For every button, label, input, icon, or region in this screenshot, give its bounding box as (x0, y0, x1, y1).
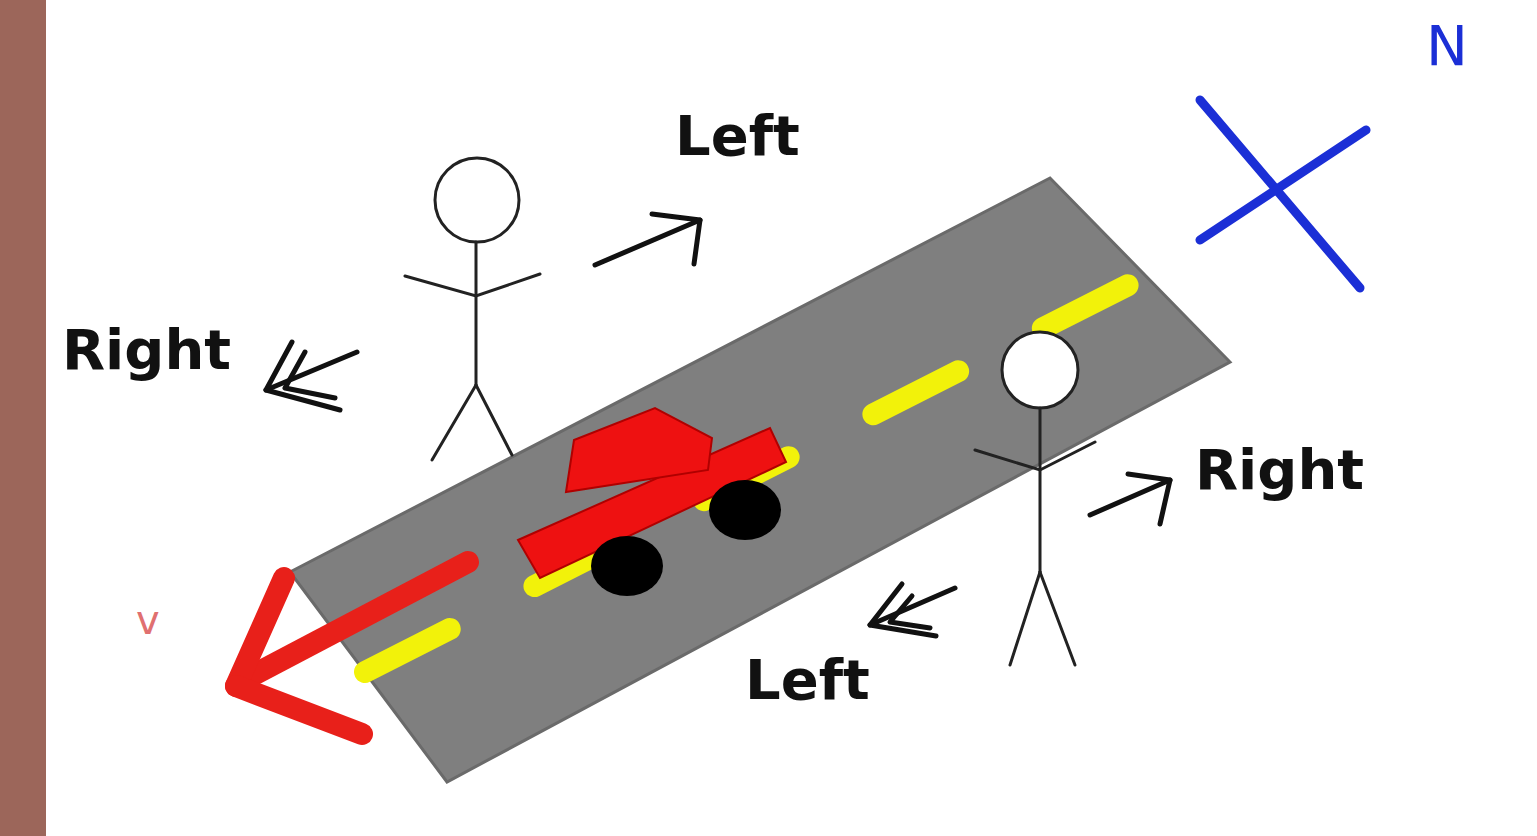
car-wheel (591, 536, 663, 596)
side-bar (0, 0, 46, 836)
direction-label: Right (1195, 442, 1364, 498)
direction-label: Left (745, 652, 870, 708)
car-wheel (709, 480, 781, 540)
car-cab (566, 408, 712, 492)
compass-letter: N (1426, 18, 1468, 74)
road (290, 178, 1230, 782)
direction-arrow (595, 214, 700, 265)
direction-label: Left (675, 108, 800, 164)
direction-arrow (266, 342, 357, 410)
stick-figure (975, 332, 1095, 665)
direction-arrow (1090, 474, 1170, 524)
stick-figure (405, 158, 540, 460)
velocity-label: v (136, 600, 160, 640)
direction-arrow (870, 584, 955, 636)
direction-label: Right (62, 322, 231, 378)
center-line (365, 278, 1142, 672)
velocity-arrow (236, 562, 468, 734)
compass-cross (1200, 100, 1366, 288)
